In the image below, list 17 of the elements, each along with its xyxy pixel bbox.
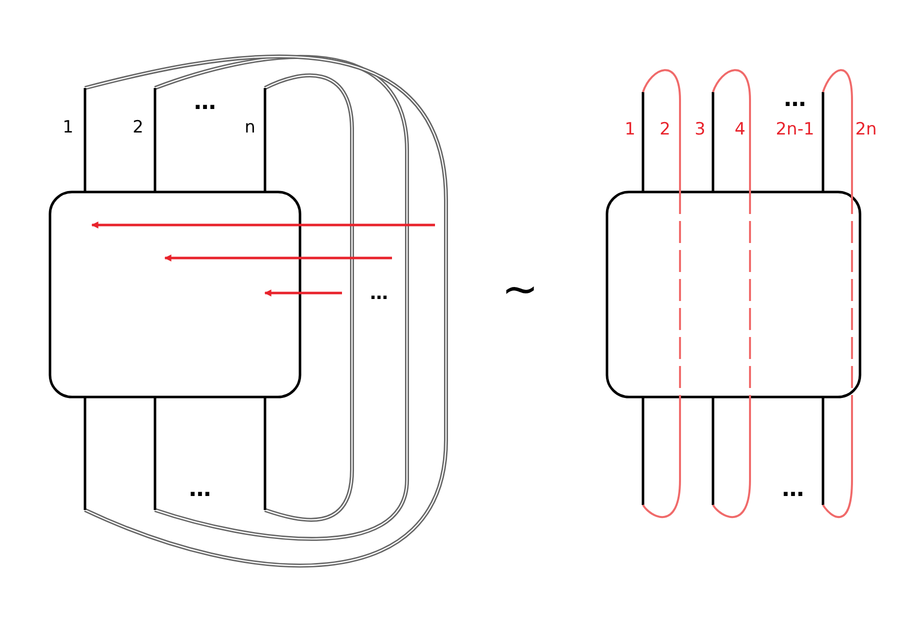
strand-label: 4 xyxy=(734,122,746,138)
ellipsis: … xyxy=(194,92,216,114)
strand-label: 2n-1 xyxy=(776,122,814,138)
strand-label: 1 xyxy=(624,122,636,138)
equivalence-sign: ∼ xyxy=(502,268,538,312)
strand-label: 3 xyxy=(694,122,706,138)
strand-label: n xyxy=(244,120,256,136)
strand-label: 2 xyxy=(660,122,670,138)
strand-label: 2n xyxy=(855,122,877,138)
rounded-box xyxy=(48,190,302,398)
ellipsis: … xyxy=(370,285,388,303)
strand-label: 2 xyxy=(132,120,144,136)
ellipsis: … xyxy=(189,479,211,501)
ellipsis: … xyxy=(784,89,806,111)
ellipsis: … xyxy=(782,479,804,501)
rounded-box xyxy=(606,190,862,398)
strand-label: 1 xyxy=(62,120,74,136)
